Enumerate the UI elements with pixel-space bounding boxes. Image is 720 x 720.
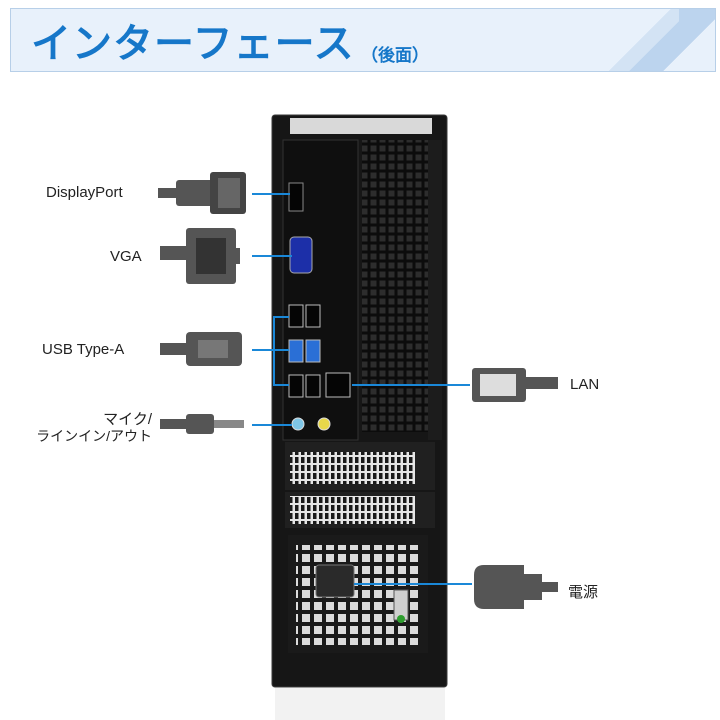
- callout-line-displayport: [252, 193, 290, 195]
- case-reflection: [275, 688, 445, 720]
- expansion-slot-2: [290, 496, 415, 524]
- callout-bracket-usb: [273, 316, 275, 386]
- lan-port: [325, 372, 351, 398]
- side-rail: [428, 140, 442, 440]
- power-inlet: [315, 564, 355, 598]
- vga-port: [289, 236, 313, 274]
- page-subtitle: （後面）: [361, 46, 429, 66]
- displayport-port: [288, 182, 304, 212]
- serial-sticker: [290, 118, 432, 134]
- label-usb: USB Type-A: [42, 341, 125, 358]
- callout-bracket-usb-top: [273, 316, 289, 318]
- psu-led: [397, 615, 405, 623]
- callout-line-vga: [252, 255, 292, 257]
- power-connector-icon: [474, 565, 558, 609]
- callout-line-usb: [252, 349, 274, 351]
- callout-line-lan: [352, 384, 470, 386]
- audio-jack-icon: [160, 414, 244, 434]
- label-displayport: DisplayPort: [46, 184, 123, 201]
- banner-stripe-secondary: [599, 9, 679, 71]
- usb-connector-icon: [160, 332, 242, 366]
- usb2-port-2: [305, 304, 321, 328]
- page-title: インターフェース: [31, 21, 355, 67]
- callout-bracket-usb-bottom: [273, 384, 289, 386]
- callout-line-audio: [252, 424, 292, 426]
- label-vga: VGA: [110, 248, 142, 265]
- lan-connector-icon: [472, 368, 558, 402]
- usb3-port-2: [305, 339, 321, 363]
- audio-in-jack: [291, 417, 305, 431]
- header-banner: インターフェース （後面）: [10, 8, 716, 72]
- usb2-port-1: [288, 304, 304, 328]
- label-audio-line1: マイク/: [103, 411, 152, 428]
- vga-connector-icon: [160, 228, 240, 284]
- label-lan: LAN: [570, 376, 600, 393]
- label-power: 電源: [568, 584, 599, 601]
- rear-vent-upper: [362, 140, 432, 432]
- displayport-connector-icon: [158, 172, 246, 214]
- usb3-port-1: [288, 339, 304, 363]
- expansion-slot-1: [290, 452, 415, 484]
- callout-line-power: [354, 583, 472, 585]
- label-audio-line2: ラインイン/アウト: [36, 428, 152, 444]
- usb2-port-3: [288, 374, 304, 398]
- usb2-port-4: [305, 374, 321, 398]
- audio-out-jack: [317, 417, 331, 431]
- callout-bracket-usb-mid: [273, 349, 289, 351]
